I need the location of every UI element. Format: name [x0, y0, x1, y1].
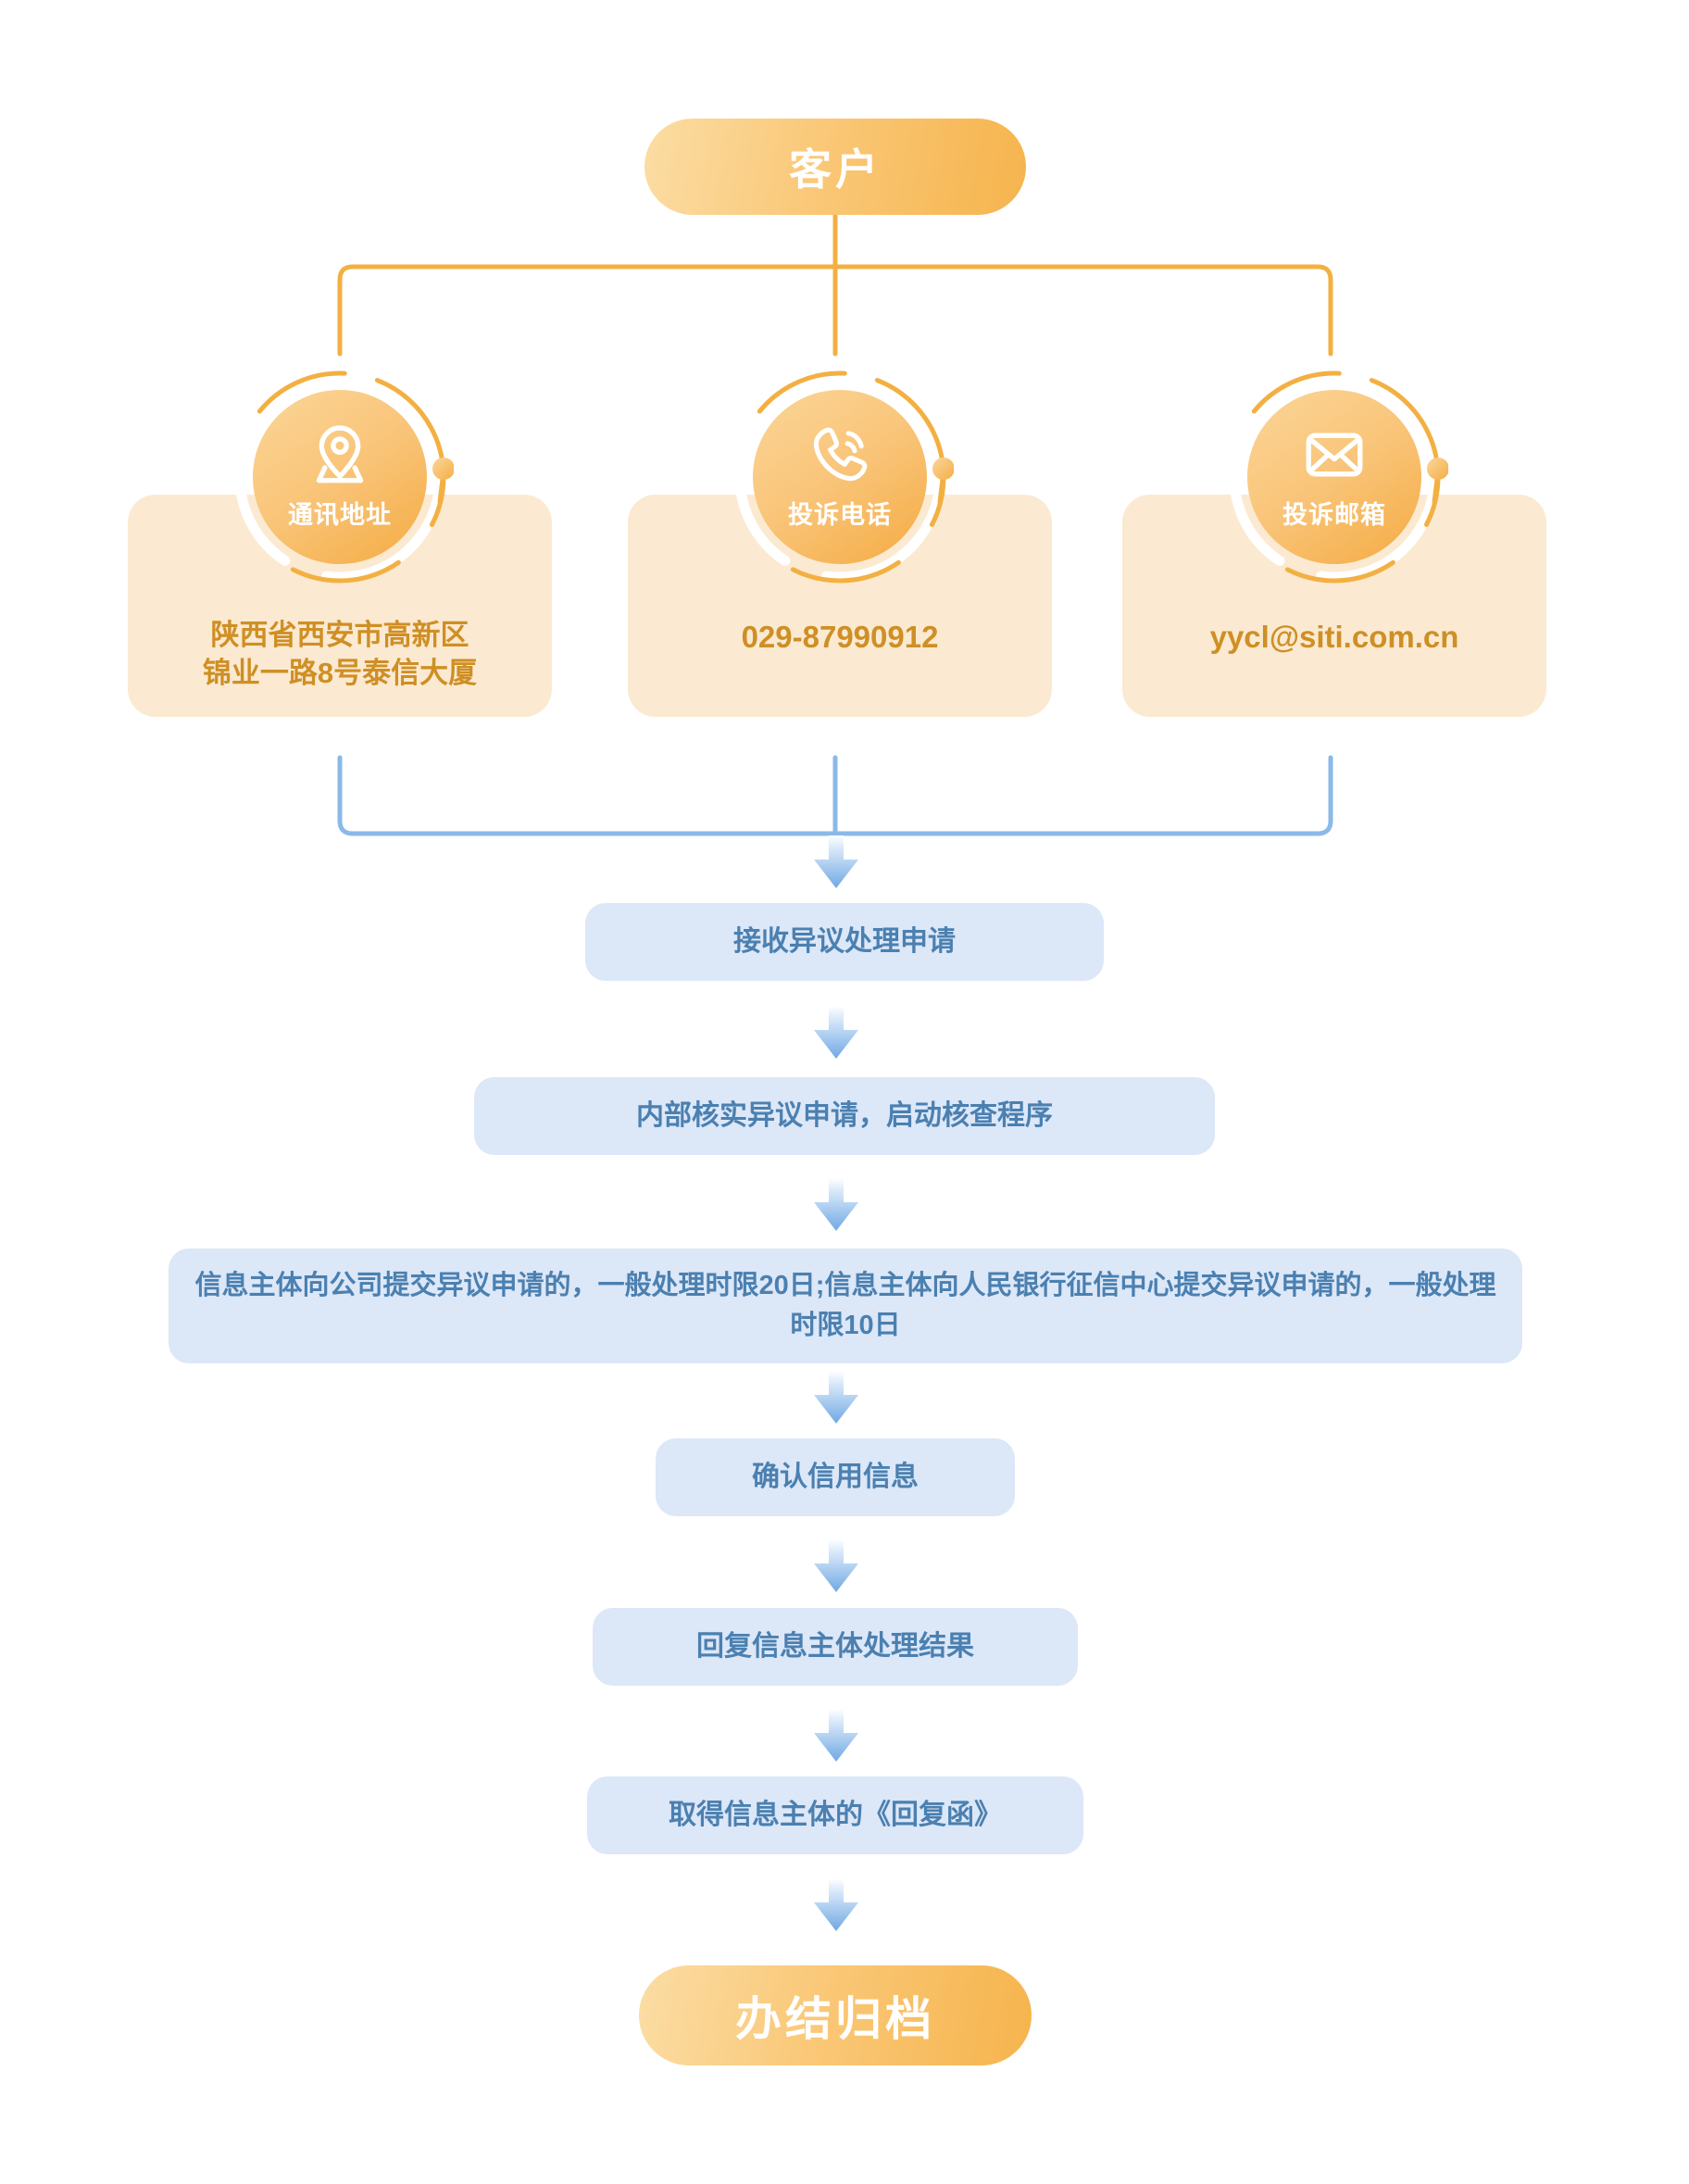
contact-title-address: 通讯地址: [288, 500, 392, 529]
arrow-down-icon: [814, 1878, 858, 1931]
process-step-6-label: 取得信息主体的《回复函》: [669, 1799, 1002, 1830]
process-step-3[interactable]: 信息主体向公司提交异议申请的，一般处理时限20日;信息主体向人民银行征信中心提交…: [169, 1249, 1522, 1363]
decorative-ring-email: [1228, 370, 1448, 584]
end-node-archive[interactable]: 办结归档: [639, 1965, 1032, 2065]
contact-title-email: 投诉邮箱: [1282, 500, 1386, 529]
start-node-customer[interactable]: 客户: [644, 119, 1026, 215]
contact-title-phone: 投诉电话: [788, 500, 892, 529]
contact-card-phone: 029-87990912: [628, 495, 1052, 717]
blue-merge-connector: [337, 755, 1333, 836]
arrow-down-icon: [814, 1539, 858, 1592]
address-value: 陕西省西安市高新区 锦业一路8号泰信大厦: [202, 619, 478, 690]
icon-disc-email: 投诉邮箱: [1247, 390, 1421, 564]
arrow-down-icon: [814, 1371, 858, 1424]
contact-icon-node-email[interactable]: 投诉邮箱: [1220, 363, 1448, 591]
process-step-1-label: 接收异议处理申请: [733, 925, 956, 957]
process-step-6[interactable]: 取得信息主体的《回复函》: [587, 1776, 1083, 1854]
phone-call-icon: [813, 427, 868, 481]
envelope-icon: [1306, 433, 1363, 476]
contact-icon-node-phone[interactable]: 投诉电话: [726, 363, 954, 591]
arrow-down-icon: [814, 835, 858, 888]
decorative-ring-address: [233, 370, 454, 584]
contact-icon-node-address[interactable]: 通讯地址: [226, 363, 454, 591]
orange-branch-connector: [337, 212, 1333, 357]
process-step-2[interactable]: 内部核实异议申请，启动核查程序: [474, 1077, 1215, 1155]
email-value: yycl@siti.com.cn: [1209, 620, 1459, 655]
process-step-4-label: 确认信用信息: [752, 1461, 919, 1492]
phone-value: 029-87990912: [741, 620, 939, 655]
process-step-4[interactable]: 确认信用信息: [656, 1438, 1015, 1516]
process-step-2-label: 内部核实异议申请，启动核查程序: [636, 1099, 1053, 1131]
start-node-label: 客户: [789, 145, 882, 194]
process-step-5[interactable]: 回复信息主体处理结果: [593, 1608, 1078, 1686]
decorative-ring-phone: [733, 370, 954, 584]
arrow-down-icon: [814, 1709, 858, 1762]
end-node-label: 办结归档: [735, 1993, 935, 2045]
icon-disc-phone: 投诉电话: [753, 390, 927, 564]
process-step-1[interactable]: 接收异议处理申请: [585, 903, 1104, 981]
process-step-5-label: 回复信息主体处理结果: [696, 1630, 974, 1662]
icon-disc-address: 通讯地址: [253, 390, 427, 564]
process-step-3-label: 信息主体向公司提交异议申请的，一般处理时限20日;信息主体向人民银行征信中心提交…: [194, 1270, 1496, 1341]
arrow-down-icon: [814, 1006, 858, 1059]
arrow-down-icon: [814, 1178, 858, 1231]
location-pin-icon: [316, 424, 364, 483]
